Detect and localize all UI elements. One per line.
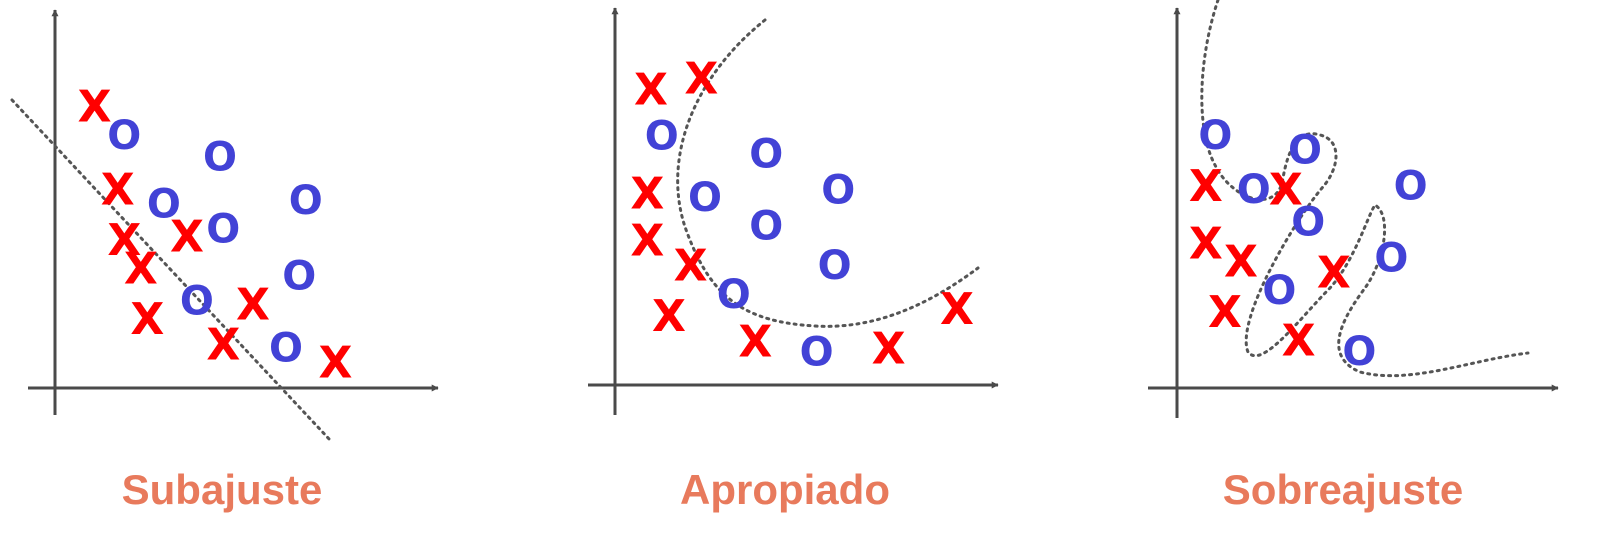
x-point: X	[170, 211, 204, 262]
caption-appropriate: Apropiado	[680, 466, 890, 513]
x-point: X	[1282, 316, 1316, 367]
x-point: X	[738, 316, 772, 367]
o-point: O	[800, 330, 834, 376]
caption-overfit: Sobreajuste	[1222, 466, 1464, 513]
o-point: O	[1198, 113, 1232, 159]
o-point: O	[1394, 163, 1428, 209]
o-point: O	[1237, 167, 1271, 213]
x-point: X	[1189, 219, 1223, 270]
x-point: X	[1208, 287, 1242, 338]
o-point: O	[717, 272, 751, 318]
o-point: O	[206, 207, 240, 253]
x-point: X	[101, 165, 135, 216]
x-point: X	[319, 337, 353, 388]
o-point: O	[1374, 235, 1408, 281]
decision-boundary	[1200, 0, 1530, 378]
o-point: O	[749, 132, 783, 178]
x-point: X	[236, 280, 270, 331]
x-point: X	[124, 244, 158, 295]
x-point: X	[107, 215, 141, 266]
o-point: O	[269, 325, 303, 371]
o-point: O	[289, 178, 323, 224]
x-point: X	[130, 294, 164, 345]
o-point: O	[821, 168, 855, 214]
x-point: X	[940, 284, 974, 335]
decision-boundary	[10, 98, 332, 442]
x-point: X	[1317, 247, 1351, 298]
x-point: X	[872, 324, 906, 375]
x-point: X	[652, 291, 686, 342]
caption-underfit: Subajuste	[121, 466, 323, 513]
o-point: O	[180, 279, 214, 325]
x-point: X	[630, 216, 664, 267]
o-point: O	[1342, 329, 1376, 375]
o-point: O	[818, 243, 852, 289]
o-point: O	[688, 175, 722, 221]
x-point: X	[1224, 237, 1258, 288]
decision-boundary	[676, 18, 980, 328]
x-point: X	[684, 54, 718, 105]
o-point: O	[1291, 199, 1325, 245]
x-point: X	[78, 82, 112, 133]
o-point: O	[1262, 268, 1296, 314]
o-point: O	[282, 253, 316, 299]
o-point: O	[645, 114, 679, 160]
o-point: O	[147, 181, 181, 227]
x-point: X	[1189, 161, 1223, 212]
o-point: O	[203, 135, 237, 181]
x-point: X	[206, 319, 240, 370]
o-point: O	[1288, 127, 1322, 173]
o-point: O	[107, 113, 141, 159]
x-point: X	[630, 169, 664, 220]
x-point: X	[674, 241, 708, 292]
o-point: O	[749, 204, 783, 250]
x-point: X	[634, 64, 668, 115]
x-point: X	[1269, 165, 1303, 216]
